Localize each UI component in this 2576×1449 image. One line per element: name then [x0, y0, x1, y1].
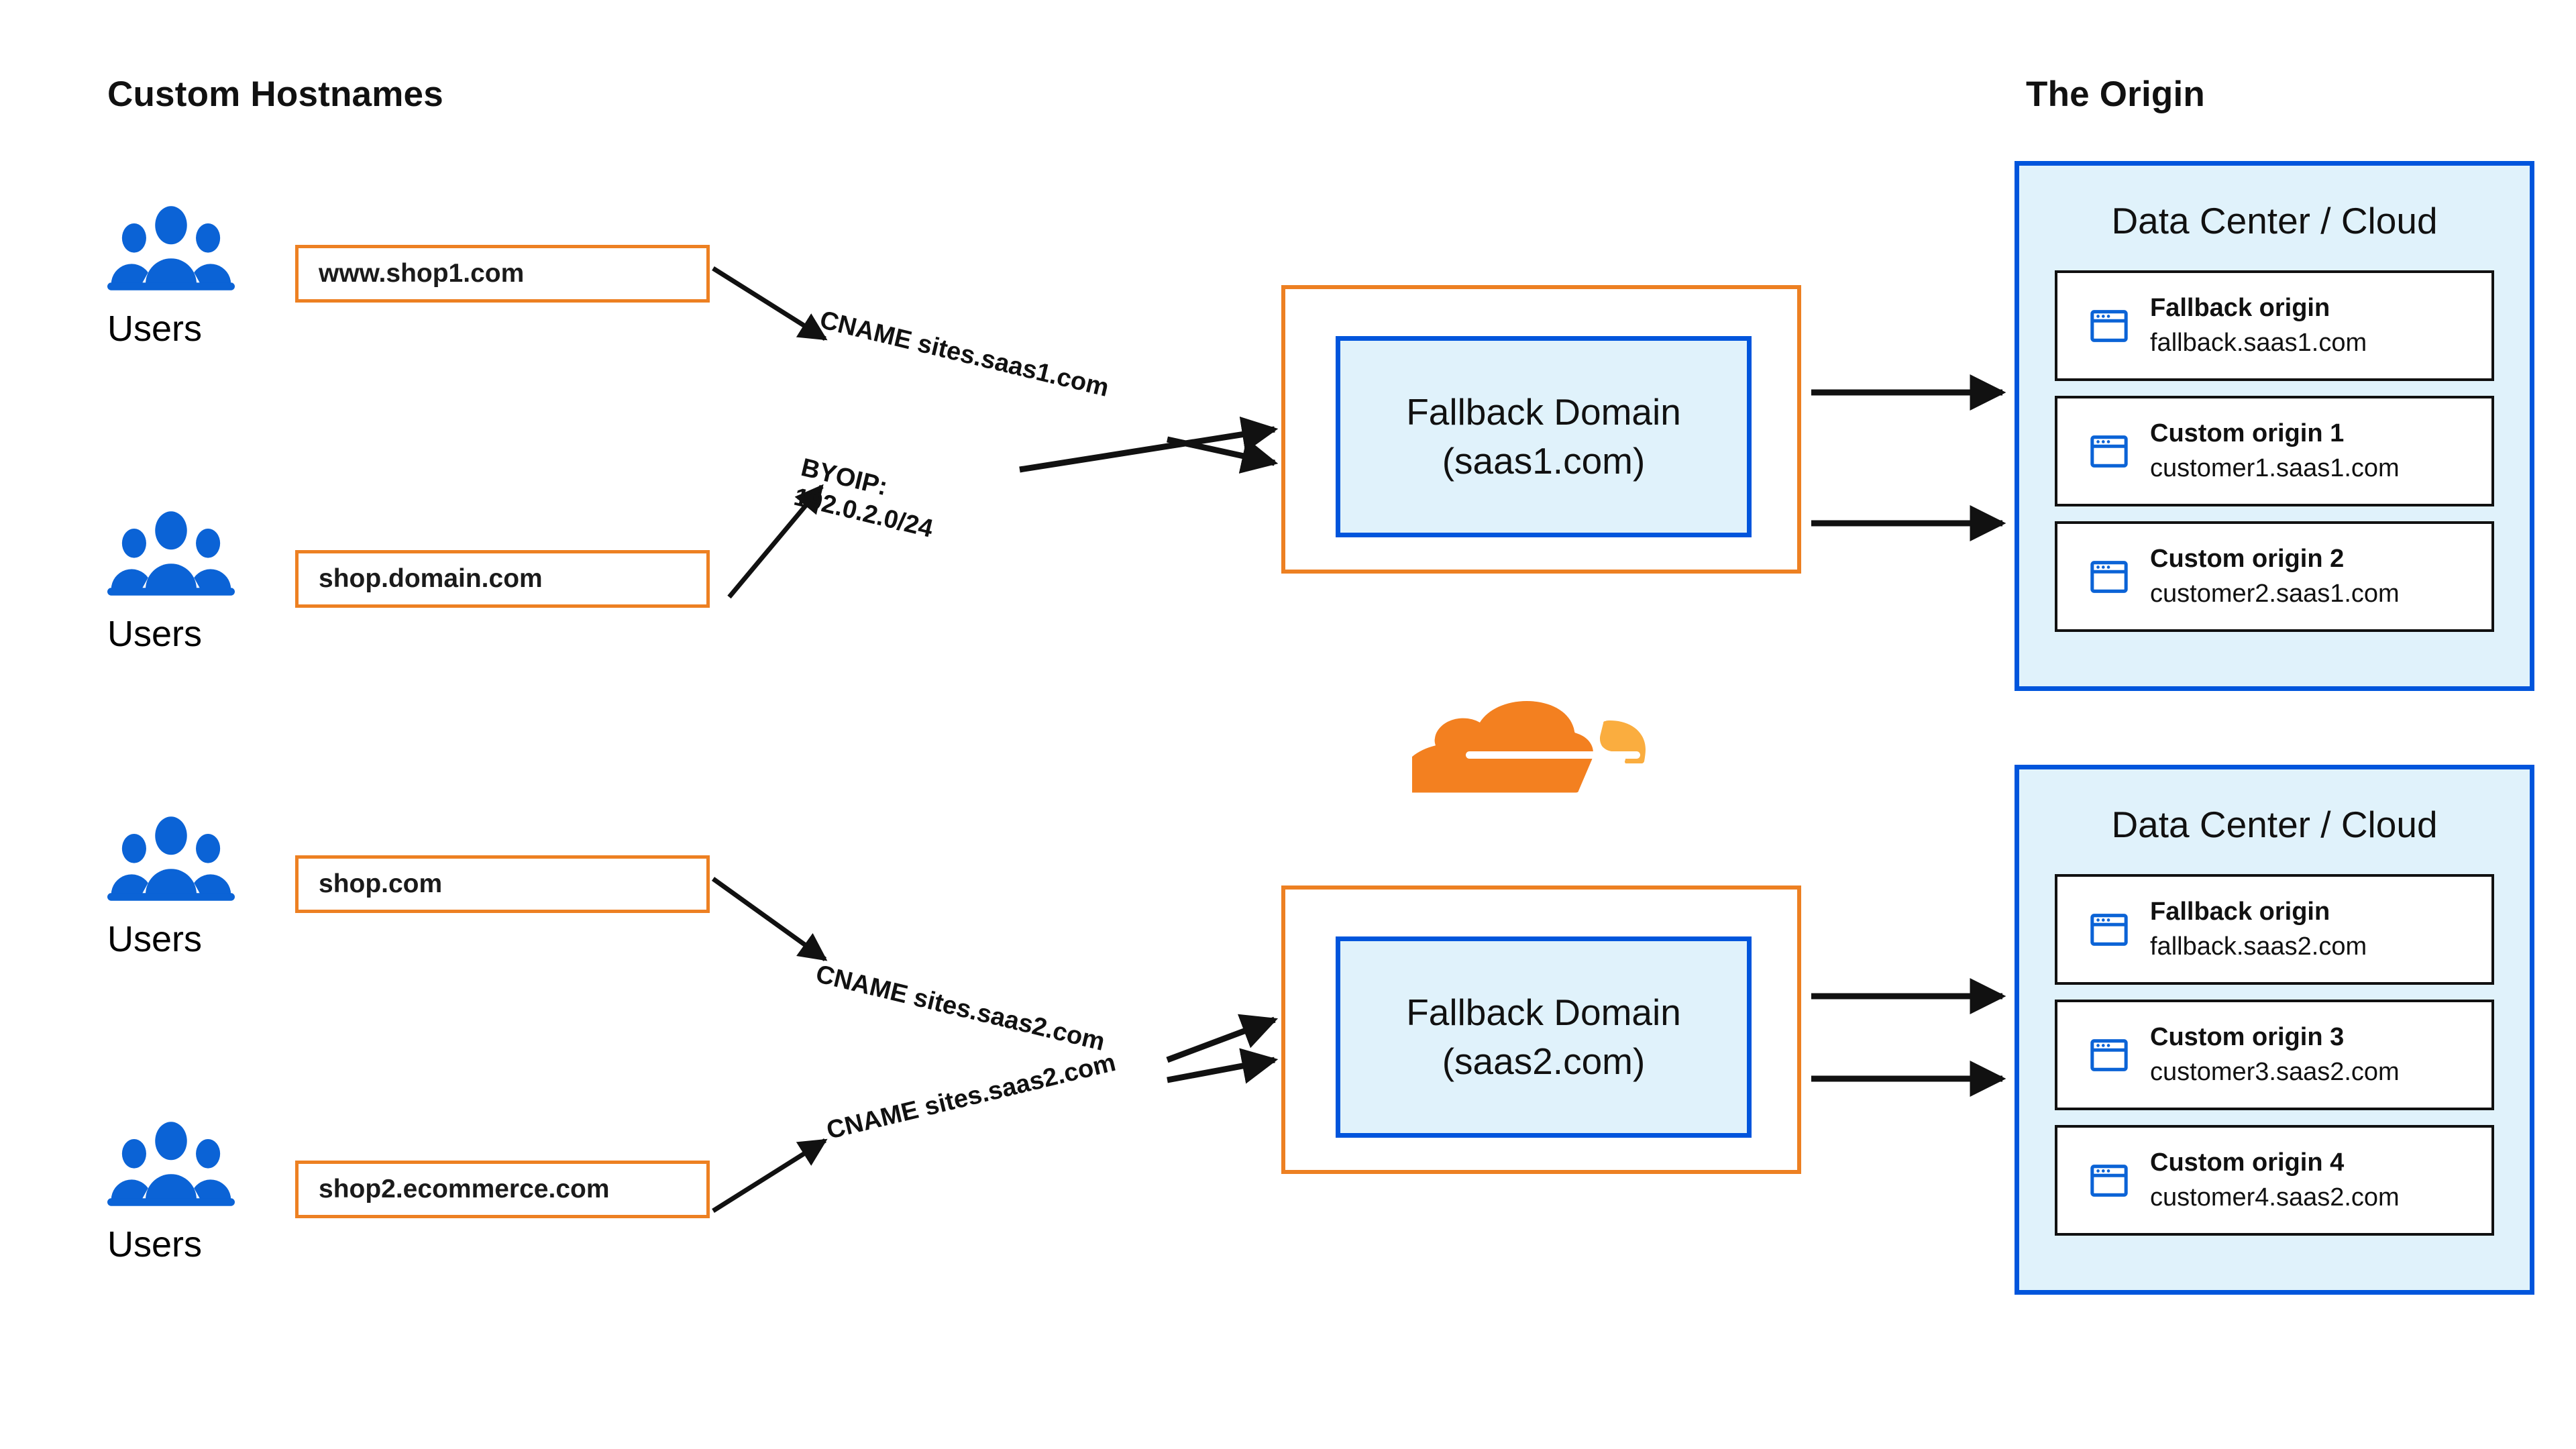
users-label: Users	[107, 919, 203, 959]
data-center-title: Data Center / Cloud	[2111, 200, 2438, 241]
origin-hostname: fallback.saas2.com	[2150, 932, 2367, 961]
custom-hostname-value: shop.com	[319, 869, 443, 898]
users-label: Users	[107, 614, 203, 654]
origin-card[interactable]: Fallback origin fallback.saas1.com	[2055, 270, 2494, 381]
origin-card[interactable]: Custom origin 2 customer2.saas1.com	[2055, 521, 2494, 632]
users-icon	[107, 511, 235, 596]
arrow-label-to-fallback1-a	[1167, 436, 1279, 474]
custom-hostname-value: shop2.ecommerce.com	[319, 1175, 610, 1203]
arrow-label-to-fallback1-b	[1019, 416, 1279, 473]
origin-hostname: customer2.saas1.com	[2150, 579, 2400, 608]
origin-card[interactable]: Custom origin 4 customer4.saas2.com	[2055, 1125, 2494, 1236]
arrow-shop2ecom-to-label	[712, 1138, 828, 1213]
custom-hostname-box[interactable]: shop2.ecommerce.com	[295, 1161, 710, 1218]
origin-name: Fallback origin	[2150, 898, 2330, 926]
users-icon	[107, 206, 235, 290]
origin-hostname: customer4.saas2.com	[2150, 1183, 2400, 1212]
edge-label-cname-saas2-b: CNAME sites.saas2.com	[824, 1048, 1119, 1146]
data-center-title: Data Center / Cloud	[2111, 804, 2438, 845]
edge-label-line: CNAME sites.saas2.com	[812, 959, 1108, 1057]
arrow-label-to-fallback2-b	[1167, 1048, 1279, 1084]
custom-hostname-value: www.shop1.com	[319, 259, 525, 288]
data-center-panel: Data Center / Cloud Fallback origin fall…	[2015, 765, 2534, 1295]
browser-window-icon	[2090, 309, 2128, 342]
edge-label-cname-saas1: CNAME sites.saas1.com	[817, 305, 1112, 404]
browser-window-icon	[2090, 913, 2128, 946]
edge-label-line: CNAME sites.saas2.com	[824, 1048, 1119, 1145]
edge-label-cname-saas2-a: CNAME sites.saas2.com	[813, 959, 1108, 1058]
users-label: Users	[107, 309, 203, 349]
custom-hostname-value: shop.domain.com	[319, 564, 543, 593]
origin-name: Custom origin 2	[2150, 545, 2345, 574]
data-center-panel: Data Center / Cloud Fallback origin fall…	[2015, 161, 2534, 691]
origin-hostname: customer3.saas2.com	[2150, 1057, 2400, 1086]
users-icon	[107, 816, 235, 901]
fallback-domain-title: Fallback Domain	[1406, 991, 1681, 1033]
custom-hostname-box[interactable]: shop.domain.com	[295, 550, 710, 608]
arrow-shopcom-to-label	[711, 877, 828, 961]
origin-hostname: fallback.saas1.com	[2150, 328, 2367, 357]
origin-name: Custom origin 4	[2150, 1148, 2345, 1177]
custom-hostname-box[interactable]: www.shop1.com	[295, 245, 710, 303]
browser-window-icon	[2090, 1164, 2128, 1197]
browser-window-icon	[2090, 560, 2128, 593]
browser-window-icon	[2090, 1038, 2128, 1071]
users-group: Users	[107, 510, 262, 652]
edge-label-line: CNAME sites.saas1.com	[816, 305, 1112, 402]
users-group: Users	[107, 815, 262, 957]
browser-window-icon	[2090, 435, 2128, 468]
users-icon	[107, 1122, 235, 1206]
fallback-domain-name: (saas1.com)	[1442, 440, 1646, 482]
cloudflare-logo	[1412, 701, 1646, 793]
origin-card[interactable]: Custom origin 1 customer1.saas1.com	[2055, 396, 2494, 506]
fallback-domain-box[interactable]: Fallback Domain (saas1.com)	[1336, 336, 1752, 537]
custom-hostname-box[interactable]: shop.com	[295, 855, 710, 913]
arrow-label-to-fallback2-a	[1166, 1014, 1279, 1063]
edge-label-byoip: BYOIP: 192.0.2.0/24	[791, 453, 943, 545]
origin-hostname: customer1.saas1.com	[2150, 453, 2400, 482]
fallback-domain-name: (saas2.com)	[1442, 1040, 1646, 1082]
arrow-shop1-to-label	[712, 266, 828, 341]
fallback-domain-title: Fallback Domain	[1406, 390, 1681, 433]
origin-name: Custom origin 1	[2150, 419, 2345, 448]
users-group: Users	[107, 1120, 262, 1263]
section-header-custom-hostnames: Custom Hostnames	[107, 74, 443, 114]
fallback-domain-outer: Fallback Domain (saas1.com)	[1281, 285, 1801, 574]
origin-name: Custom origin 3	[2150, 1023, 2345, 1052]
section-header-the-origin: The Origin	[2026, 74, 2205, 114]
users-group: Users	[107, 205, 262, 347]
users-label: Users	[107, 1224, 203, 1265]
origin-card[interactable]: Custom origin 3 customer3.saas2.com	[2055, 1000, 2494, 1110]
origin-name: Fallback origin	[2150, 294, 2330, 323]
fallback-domain-box[interactable]: Fallback Domain (saas2.com)	[1336, 936, 1752, 1138]
origin-card[interactable]: Fallback origin fallback.saas2.com	[2055, 874, 2494, 985]
fallback-domain-outer: Fallback Domain (saas2.com)	[1281, 885, 1801, 1174]
